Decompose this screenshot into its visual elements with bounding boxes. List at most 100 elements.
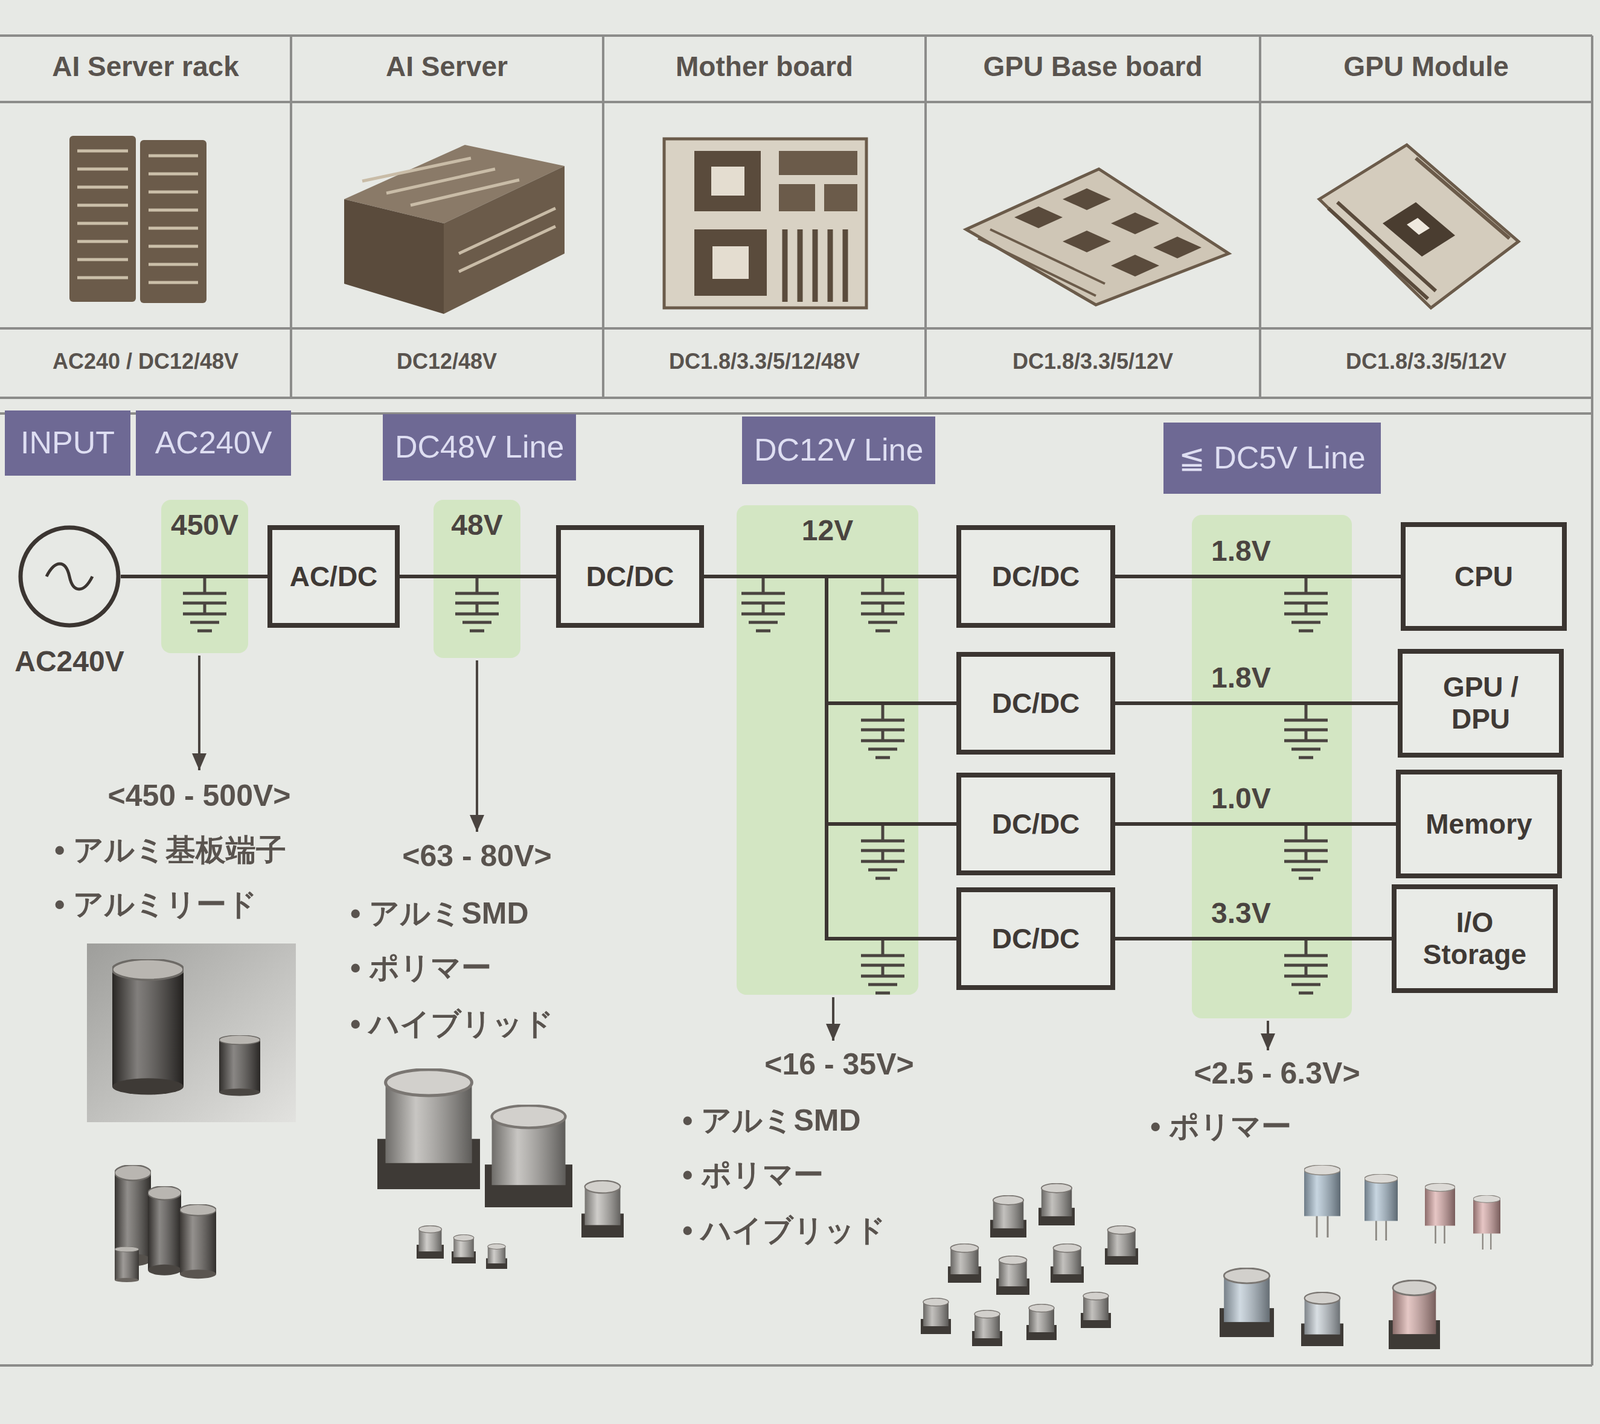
node-label: CPU — [1454, 560, 1514, 593]
voltage-band: 48V — [433, 499, 521, 659]
use-part — [996, 1256, 1030, 1296]
power-wire — [1115, 574, 1401, 579]
rect-part — [778, 184, 816, 212]
line-tag: AC240V — [135, 410, 292, 476]
node-label: AC240V — [14, 644, 124, 679]
node-label: DC/DC — [992, 923, 1081, 956]
voltage-value: 12V — [801, 513, 854, 548]
use-part — [1284, 576, 1328, 631]
capacitor-type: • ハイブリッド — [350, 1007, 554, 1043]
converter-box: AC/DC — [267, 525, 400, 628]
path-part — [1415, 158, 1510, 239]
table-cell: DC1.8/3.3/5/12/48V — [668, 348, 860, 374]
converter-box: DC/DC — [956, 772, 1116, 876]
node-label: I/O Storage — [1408, 906, 1542, 971]
line-label: INPUT — [20, 425, 115, 462]
node-label: GPU / DPU — [1420, 671, 1542, 736]
capacitor-type: • ポリマー — [350, 950, 492, 986]
line-label: DC48V Line — [394, 429, 564, 466]
load-box: Memory — [1395, 769, 1562, 879]
rect-part — [711, 166, 745, 196]
line-tag: INPUT — [4, 410, 131, 476]
use-part — [416, 1225, 444, 1259]
use-part — [1388, 1280, 1440, 1350]
table-header: AI Server rack — [51, 50, 239, 83]
table-cell: AC240 / DC12/48V — [52, 348, 239, 374]
converter-box: DC/DC — [956, 652, 1116, 755]
use-part — [1304, 1165, 1341, 1238]
capacitor-type: • ハイブリッド — [682, 1213, 886, 1249]
voltage-range: <63 - 80V> — [402, 839, 552, 875]
use-part — [179, 1204, 217, 1279]
use-part — [581, 1180, 624, 1238]
use-part — [1473, 1195, 1501, 1250]
capacitor-type: • アルミSMD — [682, 1103, 861, 1139]
power-wire — [399, 574, 557, 579]
power-wire — [704, 576, 957, 704]
line-part — [1266, 1020, 1270, 1051]
band-rect — [433, 499, 521, 659]
line-part — [475, 660, 479, 832]
use-part — [182, 576, 227, 631]
polygon-part — [1382, 202, 1456, 257]
polygon-part — [1062, 188, 1111, 211]
use-part — [486, 1243, 508, 1270]
band-rect — [1191, 515, 1352, 1019]
table-cell: DC1.8/3.3/5/12V — [1345, 348, 1507, 374]
power-wire — [1115, 701, 1398, 706]
use-part — [377, 1069, 480, 1190]
use-part — [1301, 1292, 1344, 1347]
polygon-part — [1406, 217, 1430, 235]
use-part — [114, 1246, 139, 1283]
motherboard-image — [664, 138, 867, 308]
path-part — [978, 229, 1105, 296]
path-part — [784, 229, 846, 302]
rect-part — [778, 150, 858, 176]
path-part — [362, 158, 556, 272]
table-header: GPU Base board — [983, 50, 1203, 83]
use-part — [1284, 703, 1328, 758]
capacitor-photos — [86, 943, 1501, 1350]
voltage-value: 450V — [170, 508, 239, 542]
use-part — [990, 1196, 1027, 1238]
load-box: I/O Storage — [1391, 884, 1558, 994]
band-fill — [736, 505, 919, 996]
gpu-baseboard-image — [966, 169, 1229, 305]
use-part — [1026, 1304, 1057, 1341]
capacitor-type: • ポリマー — [1150, 1109, 1292, 1145]
node-label: AC/DC — [289, 560, 378, 593]
rect-part — [694, 229, 767, 296]
use-part — [947, 1244, 982, 1284]
use-part — [1219, 1268, 1274, 1338]
use-part — [1284, 938, 1328, 994]
polygon-part — [1014, 206, 1063, 229]
capacitor-type: • アルミ基板端子 — [54, 833, 287, 869]
band-rect — [161, 499, 249, 654]
use-part — [860, 576, 905, 631]
polygon-part — [1153, 236, 1202, 259]
use-part — [1080, 1292, 1111, 1329]
rect-part — [824, 184, 858, 212]
path-part — [77, 150, 199, 283]
voltage-range: <2.5 - 6.3V> — [1193, 1056, 1360, 1092]
band-fill — [1191, 515, 1352, 1019]
converter-box: DC/DC — [956, 887, 1116, 991]
ac-source: AC240V — [18, 525, 121, 628]
capacitor-type: • アルミリード — [54, 887, 258, 923]
line-tag: DC48V Line — [382, 414, 576, 481]
node-label: DC/DC — [586, 560, 675, 593]
use-part — [972, 1310, 1003, 1348]
use-part — [451, 1234, 476, 1264]
voltage-range: <16 - 35V> — [764, 1047, 914, 1083]
voltage-value: 48V — [451, 508, 503, 542]
use-part — [920, 1298, 951, 1335]
line-label: DC12V Line — [754, 432, 924, 469]
voltage-band: 1.8V1.8V1.0V3.3V — [1191, 515, 1352, 1019]
use-part — [860, 703, 905, 758]
polygon-part — [344, 199, 444, 314]
line-tag: DC12V Line — [742, 416, 936, 485]
source-outline — [20, 527, 119, 626]
line-tag: ≦ DC5V Line — [1163, 422, 1381, 494]
use-part — [219, 1035, 261, 1096]
